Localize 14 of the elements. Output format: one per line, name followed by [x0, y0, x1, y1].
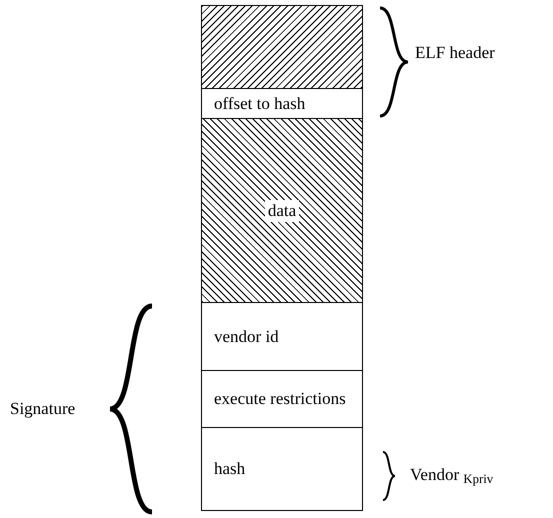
brace-label: Vendor $_{Kpriv}$	[410, 464, 494, 486]
memory-segment	[201, 427, 363, 511]
brace-label: ELF header	[415, 42, 495, 64]
memory-segment	[201, 118, 363, 303]
memory-segment	[201, 370, 363, 428]
segment-label: vendor id	[214, 326, 279, 348]
brace-label: Signature	[10, 398, 76, 420]
segment-label: offset to hash	[214, 92, 306, 114]
segment-label: data	[264, 200, 300, 222]
segment-label: execute restrictions	[214, 388, 346, 410]
memory-segment	[201, 302, 363, 371]
hatched-segment	[201, 5, 363, 89]
segment-label: hash	[214, 458, 246, 480]
memory-segment	[201, 88, 363, 119]
